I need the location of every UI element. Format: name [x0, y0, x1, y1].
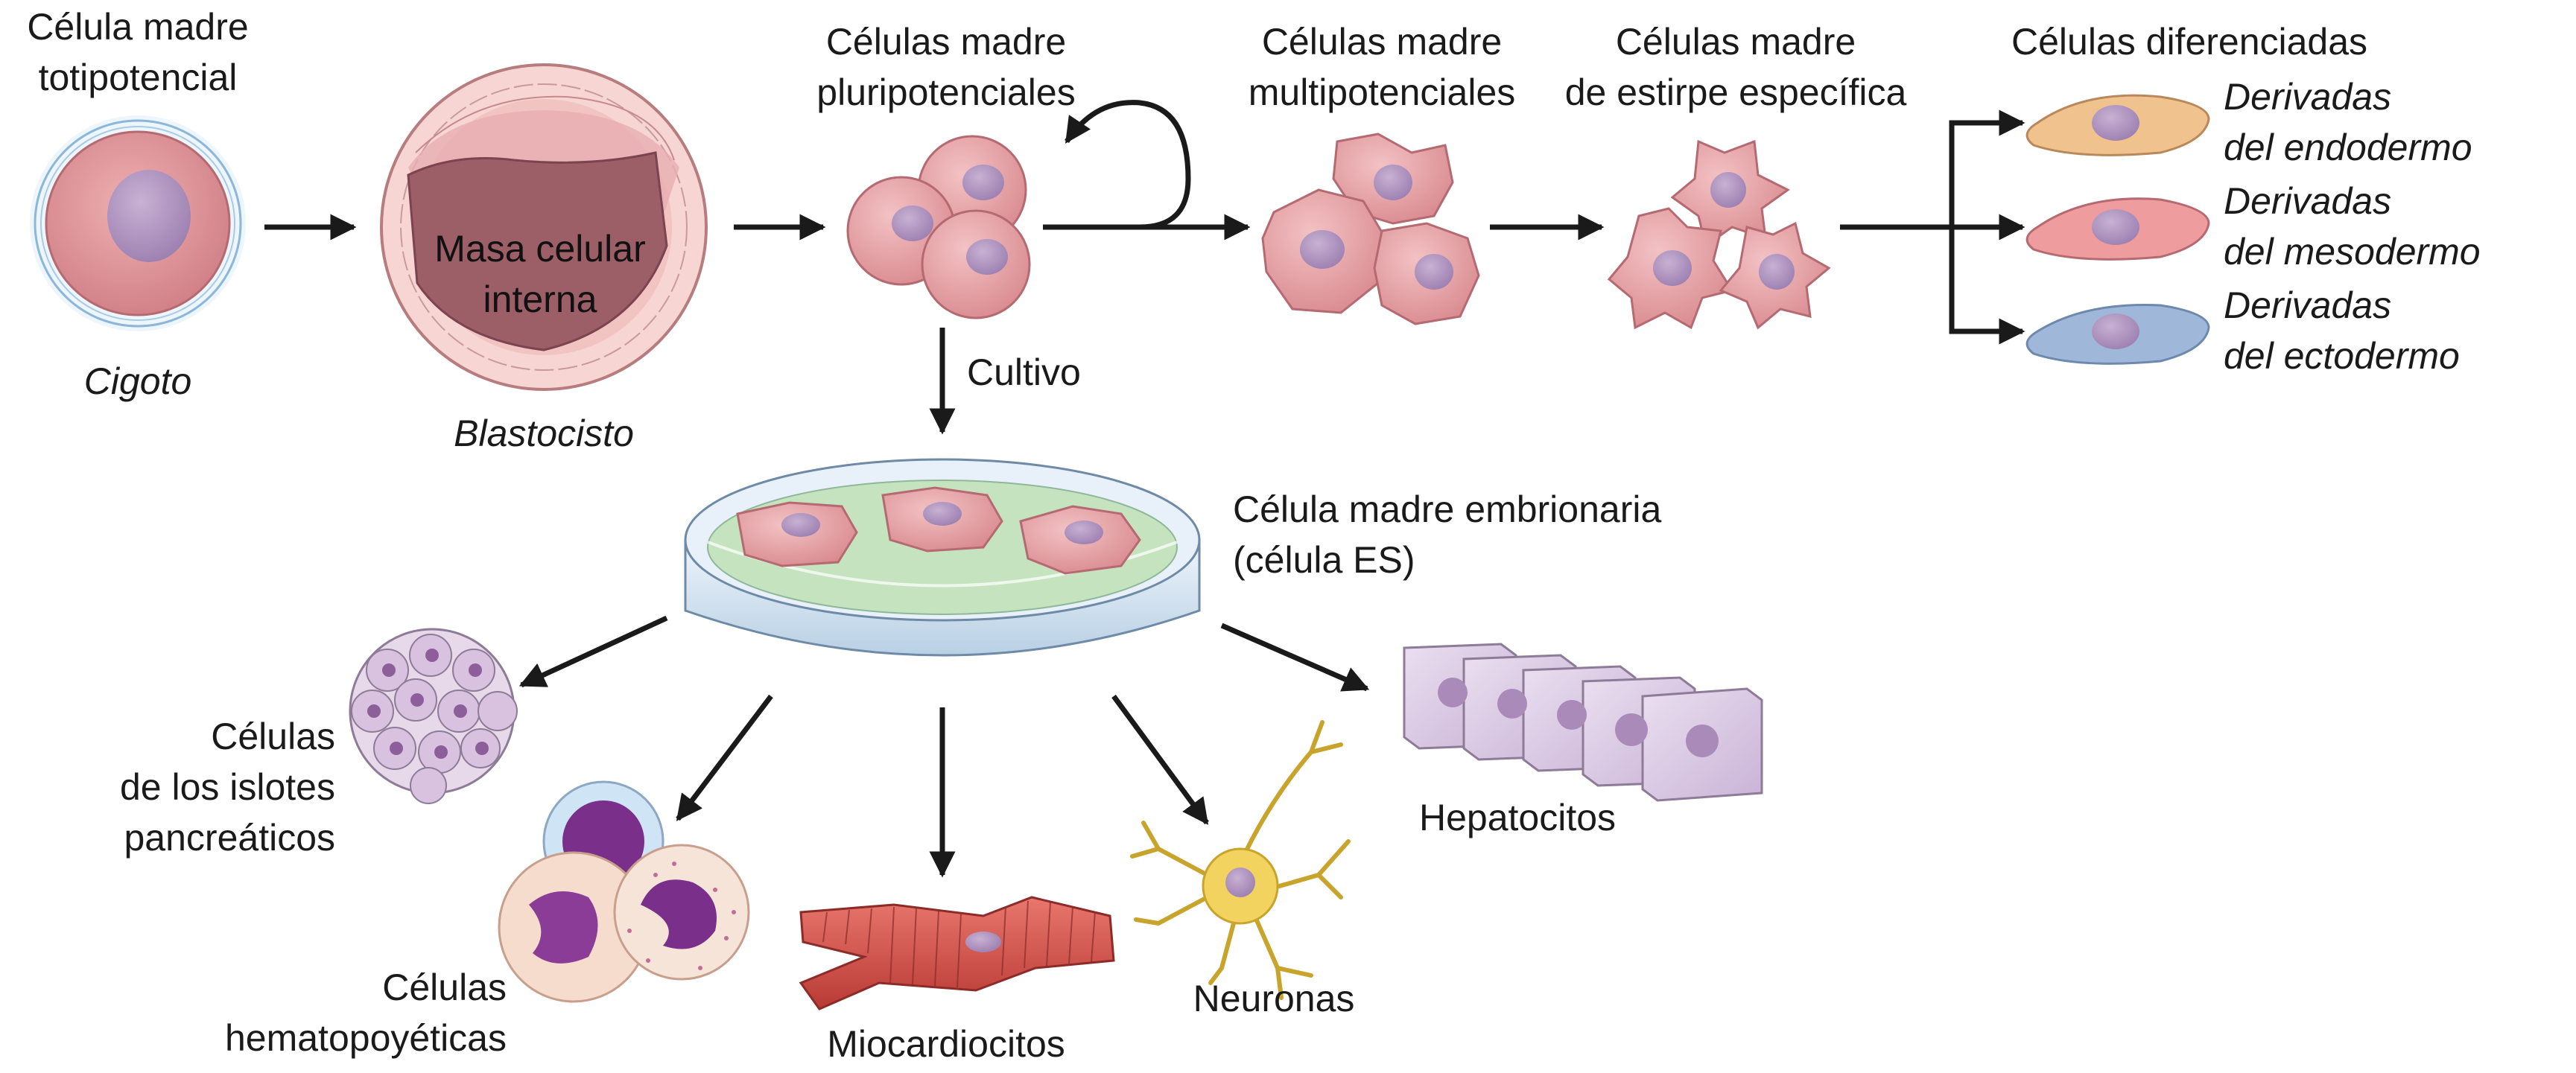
- es-cell-line2: (célula ES): [1233, 539, 1415, 581]
- hepatocytes-label: Hepatocitos: [1419, 797, 1617, 838]
- hematopoietic-label: Células hematopoyéticas: [149, 962, 507, 1063]
- pluripotent-title: Células madre pluripotenciales: [767, 16, 1125, 118]
- ectoderm-cell: [2025, 303, 2210, 365]
- inner-mass-line2: interna: [483, 278, 597, 320]
- differentiated-title: Células diferenciadas: [2011, 21, 2368, 63]
- pluripotent-cells: [846, 135, 1031, 319]
- zygote-caption: Cigoto: [83, 360, 192, 402]
- inner-mass-line1: Masa celular: [434, 228, 646, 270]
- multipotent-title: Células madre multipotenciales: [1207, 16, 1557, 118]
- mesoderm-label: Derivadas del mesodermo: [2224, 176, 2481, 277]
- lineage-title: Células madre de estirpe específica: [1535, 16, 1937, 118]
- hematopoietic-line1: Células: [382, 967, 507, 1008]
- cardiomyocytes-label: Miocardiocitos: [827, 1023, 1065, 1065]
- self-renewal-arrow: [1043, 100, 1191, 230]
- ectoderm-label: Derivadas del ectodermo: [2224, 280, 2460, 381]
- mesoderm-line1: Derivadas: [2224, 180, 2392, 222]
- mesoderm-cell: [2025, 197, 2210, 261]
- dish-arrows: [518, 615, 1370, 878]
- endoderm-cell: [2025, 94, 2210, 156]
- islets-line1: Células: [211, 716, 335, 757]
- lineage-title-line2: de estirpe específica: [1564, 71, 1907, 113]
- multipotent-cells: [1261, 133, 1480, 325]
- top-arrows: [264, 100, 2025, 435]
- multipotent-title-line1: Células madre: [1261, 21, 1503, 63]
- multipotent-title-line2: multipotenciales: [1248, 71, 1516, 113]
- inner-cell-mass: [407, 151, 668, 351]
- pancreatic-islet-cells: [349, 628, 518, 804]
- hematopoietic-line2: hematopoyéticas: [224, 1017, 507, 1059]
- lineage-specific-cells: [1607, 139, 1831, 330]
- islets-label: Células de los islotes pancreáticos: [45, 711, 335, 863]
- branch-arrow-lines: [1840, 120, 2015, 334]
- zygote-nucleus: [107, 170, 191, 262]
- totipotent-title: Célula madre totipotencial: [0, 1, 276, 103]
- totipotent-title-line2: totipotencial: [38, 57, 238, 98]
- islets-line3: pancreáticos: [124, 817, 336, 859]
- mesoderm-line2: del mesodermo: [2224, 231, 2481, 273]
- neurons-label: Neuronas: [1193, 978, 1355, 1019]
- es-cell-line1: Célula madre embrionaria: [1233, 488, 1662, 530]
- cardiomyocytes: [799, 896, 1115, 1010]
- lineage-title-line1: Células madre: [1615, 21, 1856, 63]
- petri-dish: [684, 458, 1201, 657]
- endoderm-line1: Derivadas: [2224, 76, 2392, 118]
- neuron-body: [1202, 847, 1279, 925]
- ectoderm-line1: Derivadas: [2224, 284, 2392, 326]
- blastocyst: [380, 63, 708, 391]
- es-cell-label: Célula madre embrionaria (célula ES): [1233, 484, 1661, 585]
- endoderm-line2: del endodermo: [2224, 127, 2472, 168]
- ectoderm-line2: del ectodermo: [2224, 335, 2460, 377]
- culture-label: Cultivo: [967, 351, 1081, 393]
- blastocyst-caption: Blastocisto: [454, 413, 634, 454]
- totipotent-title-line1: Célula madre: [27, 6, 249, 48]
- hepatocytes: [1403, 643, 1763, 802]
- inner-cell-mass-label: Masa celular interna: [406, 223, 674, 325]
- hematopoietic-cells: [498, 780, 750, 1003]
- zygote-cell: [30, 115, 246, 331]
- pluripotent-title-line1: Células madre: [825, 21, 1067, 63]
- pluripotent-title-line2: pluripotenciales: [816, 71, 1076, 113]
- islets-line2: de los islotes: [119, 766, 335, 808]
- endoderm-label: Derivadas del endodermo: [2224, 71, 2472, 173]
